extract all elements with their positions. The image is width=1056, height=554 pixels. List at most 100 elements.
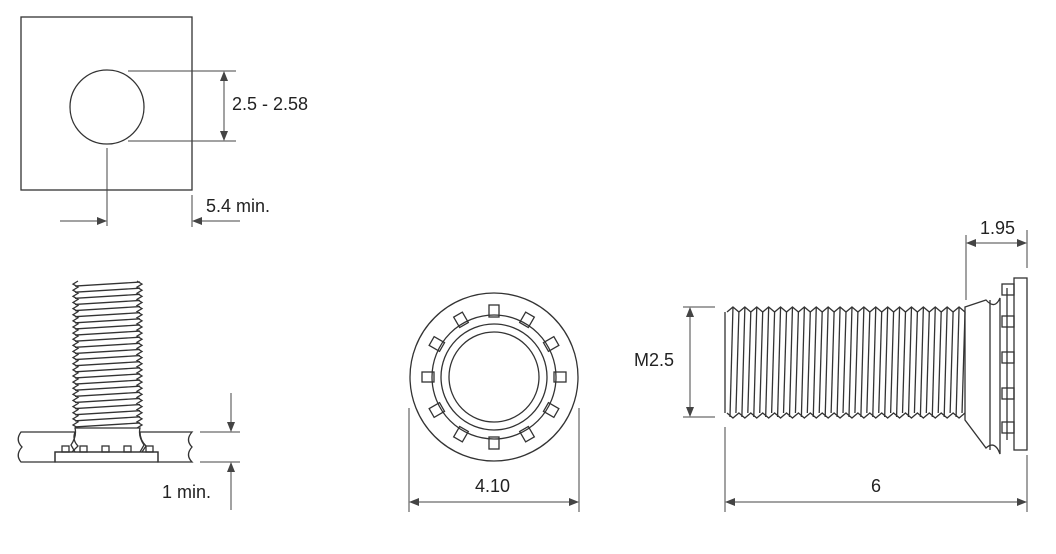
- thread-flank: [788, 307, 794, 418]
- length-label: 6: [871, 476, 881, 496]
- thread-circle: [448, 331, 540, 423]
- thread-flank: [884, 307, 889, 418]
- thread-crest: [74, 281, 141, 287]
- head-outer-circle: [409, 292, 579, 462]
- thread-bottom-edge: [726, 412, 966, 419]
- thread-flank: [812, 307, 817, 418]
- stud-thread: [71, 280, 144, 429]
- thread-flank: [729, 307, 734, 418]
- thread-root: [747, 311, 752, 414]
- thread-crest: [74, 403, 141, 410]
- thread-root: [901, 311, 907, 414]
- thread-crest: [74, 373, 141, 379]
- thread-flank: [895, 307, 901, 418]
- thread-root: [782, 311, 788, 414]
- thread-flank: [741, 307, 746, 418]
- thread-crest: [74, 410, 141, 416]
- serration-tooth: [553, 371, 567, 383]
- thread-root: [937, 311, 942, 414]
- thread-flank: [836, 307, 841, 418]
- thread-crest: [74, 385, 141, 391]
- profile-shoulder: [964, 297, 1001, 455]
- thread-flank: [824, 307, 829, 418]
- thread-root: [854, 311, 859, 414]
- serration-tooth: [452, 311, 470, 329]
- thread-flank: [907, 307, 913, 418]
- thread-crest: [74, 348, 141, 355]
- thread-root: [806, 311, 811, 414]
- thread-root: [842, 311, 847, 414]
- serration-tooth: [1001, 421, 1015, 434]
- serration-tooth: [518, 425, 536, 443]
- thread-root: [830, 311, 835, 414]
- serration-tooth: [488, 436, 500, 450]
- installed-side-view: 1 min.: [17, 280, 240, 510]
- thread-crest: [74, 287, 141, 293]
- thread-crest: [74, 391, 141, 397]
- thread-flank: [776, 307, 782, 418]
- thread-crest: [74, 324, 141, 330]
- thread-flank: [848, 307, 853, 418]
- thread-crest: [74, 422, 141, 428]
- serration-tooth: [488, 304, 500, 318]
- profile-serrations: [1001, 283, 1015, 440]
- thread-flank: [955, 307, 960, 418]
- thread-root: [878, 311, 883, 414]
- serration-tooth: [542, 401, 560, 419]
- thread-crest: [74, 397, 141, 404]
- thread-root: [949, 311, 954, 414]
- thread-flank: [919, 307, 924, 418]
- serration-tooth: [101, 445, 110, 453]
- thread-flank: [872, 307, 877, 418]
- head-end-view: 4.10: [408, 292, 580, 512]
- serration-tooth: [61, 445, 70, 453]
- thread-flank: [753, 307, 758, 418]
- thread-root: [818, 311, 823, 414]
- edge-distance-label: 5.4 min.: [206, 196, 270, 216]
- thread-root: [794, 311, 800, 414]
- serration-teeth: [61, 445, 154, 453]
- thread-crest: [74, 336, 141, 342]
- sheet-right: [139, 431, 194, 463]
- mounting-hole: [69, 69, 145, 145]
- head-diameter-label: 4.10: [475, 476, 510, 496]
- profile-thread: [724, 306, 966, 419]
- thread-crest: [74, 330, 141, 336]
- thread-crest: [74, 312, 141, 318]
- stud-profile-view: M2.5 6 1.95: [634, 218, 1028, 512]
- thread-flank: [800, 307, 805, 418]
- serration-tooth: [1001, 315, 1015, 328]
- thread-root: [735, 311, 740, 414]
- stud-shoulder: [70, 427, 145, 453]
- serration-tooth: [421, 371, 435, 383]
- head-serrations: [421, 304, 567, 450]
- thread-crest: [74, 342, 141, 348]
- hole-diameter-label: 2.5 - 2.58: [232, 94, 308, 114]
- thread-crest: [74, 293, 141, 299]
- serration-tooth: [1001, 351, 1015, 364]
- thread-crest: [74, 361, 141, 367]
- thread-crest: [74, 379, 141, 385]
- serration-tooth: [1001, 283, 1015, 296]
- thread-crest: [74, 354, 141, 361]
- thread-flank: [943, 307, 948, 418]
- serration-tooth: [1001, 387, 1015, 400]
- thread-root: [759, 311, 764, 414]
- hole-top-view: 2.5 - 2.58 5.4 min.: [20, 16, 308, 227]
- thread-left-edge: [71, 280, 80, 429]
- thread-size-label: M2.5: [634, 350, 674, 370]
- thread-flank: [931, 307, 936, 418]
- thread-root: [770, 311, 776, 414]
- stud-head: [54, 451, 159, 463]
- serration-tooth: [452, 425, 470, 443]
- thread-fill: [78, 281, 142, 428]
- thread-crest: [74, 318, 141, 324]
- serration-tooth: [145, 445, 154, 453]
- profile-head: [1013, 277, 1028, 451]
- head-height-label: 1.95: [980, 218, 1015, 238]
- serration-tooth: [79, 445, 88, 453]
- thread-crest: [74, 305, 141, 312]
- thread-root: [889, 311, 895, 414]
